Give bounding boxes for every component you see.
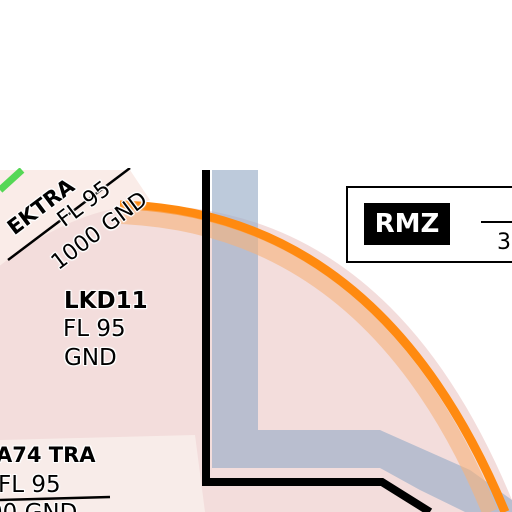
black-boundary [202,170,433,512]
restricted-area-border [119,200,510,512]
rmz-lower-limit: 3 [497,230,511,255]
lkd11-name: LKD11 [64,288,148,314]
tra74-area [0,435,205,512]
tra74-upper-limit: FL 95 [0,472,61,498]
corridor-area [212,170,512,512]
rmz-divider [481,221,512,223]
lkd11-lower-limit: GND [64,345,117,371]
map-edge-blank [0,0,512,168]
lkd11-upper-limit: FL 95 [63,316,126,342]
tra74-name: A74 TRA [0,443,96,467]
tra74-divider [0,495,111,502]
rmz-badge: RMZ [364,203,450,245]
restricted-area-border-halo [119,208,498,512]
green-edge [0,167,25,193]
tra-top-divider [7,167,131,261]
tra74-lower-limit: 00 GND [0,502,77,512]
